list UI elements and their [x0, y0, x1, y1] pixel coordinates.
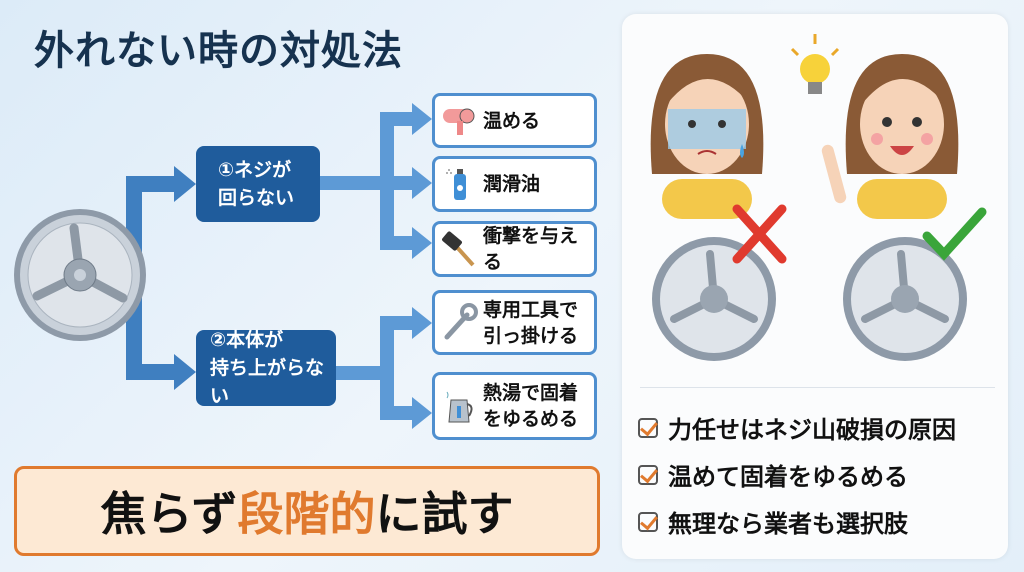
checkbox-checked-icon: [638, 464, 658, 485]
hair-dryer-icon: [443, 108, 475, 135]
option-special-tool: 専用工具で引っ掛ける: [432, 290, 597, 355]
checklist-item: 無理なら業者も選択肢: [638, 504, 908, 539]
hammer-icon: [442, 231, 475, 267]
conclusion-banner: 焦らず段階的に試す: [14, 466, 600, 556]
branch-label: 持ち上がらない: [210, 357, 325, 407]
branch-label: ①ネジが: [218, 159, 292, 181]
pulsator-icon-wrong: [652, 237, 776, 361]
option-label: 熱湯で固着: [483, 382, 579, 404]
checkbox-checked-icon: [638, 417, 658, 438]
branch-label: 回らない: [218, 187, 295, 209]
happy-woman-illustration: [821, 54, 959, 219]
option-label: 衝撃を与える: [483, 225, 579, 273]
banner-highlight: 段階的: [237, 487, 376, 541]
wrench-icon: [444, 302, 478, 339]
lightbulb-icon: [790, 34, 840, 94]
checklist-item: 力任せはネジ山破損の原因: [638, 410, 956, 445]
checkbox-checked-icon: [638, 511, 658, 532]
option-label: をゆるめる: [483, 408, 579, 430]
option-heat: 温める: [432, 93, 597, 148]
option-hot-water: 熱湯で固着をゆるめる: [432, 372, 597, 440]
spray-can-icon: [446, 169, 466, 200]
option-label: 専用工具で: [483, 298, 579, 321]
checkmark-icon: [922, 207, 987, 261]
pulsator-icon-right: [843, 237, 967, 361]
option-label: 引っ掛ける: [483, 324, 579, 347]
page-title: 外れない時の対処法: [34, 28, 403, 74]
checklist-text: 無理なら業者も選択肢: [668, 510, 908, 538]
option-impact: 衝撃を与える: [432, 221, 597, 277]
branch-screw-wont-turn: ①ネジが 回らない: [196, 146, 320, 222]
option-label: 温める: [483, 109, 541, 132]
branch-label: ②本体が: [210, 329, 284, 351]
worried-woman-illustration: [650, 54, 764, 219]
comparison-illustration: [650, 34, 987, 361]
pulsator-icon: [14, 209, 146, 341]
option-lubricant: 潤滑油: [432, 156, 597, 212]
checklist-text: 力任せはネジ山破損の原因: [668, 416, 956, 444]
option-text: 専用工具で引っ掛ける: [483, 297, 578, 349]
option-label: 潤滑油: [483, 173, 541, 195]
branch-body-wont-lift: ②本体が 持ち上がらない: [196, 329, 336, 407]
banner-text: に試す: [375, 487, 514, 541]
divider: [640, 387, 995, 388]
cross-icon: [732, 204, 787, 264]
checklist-item: 温めて固着をゆるめる: [638, 457, 908, 492]
option-text: 熱湯で固着をゆるめる: [483, 380, 578, 432]
banner-text: 焦らず: [100, 487, 238, 541]
checklist-text: 温めて固着をゆるめる: [668, 463, 908, 491]
flow-diagram: [14, 103, 432, 429]
kettle-icon: [446, 391, 473, 423]
